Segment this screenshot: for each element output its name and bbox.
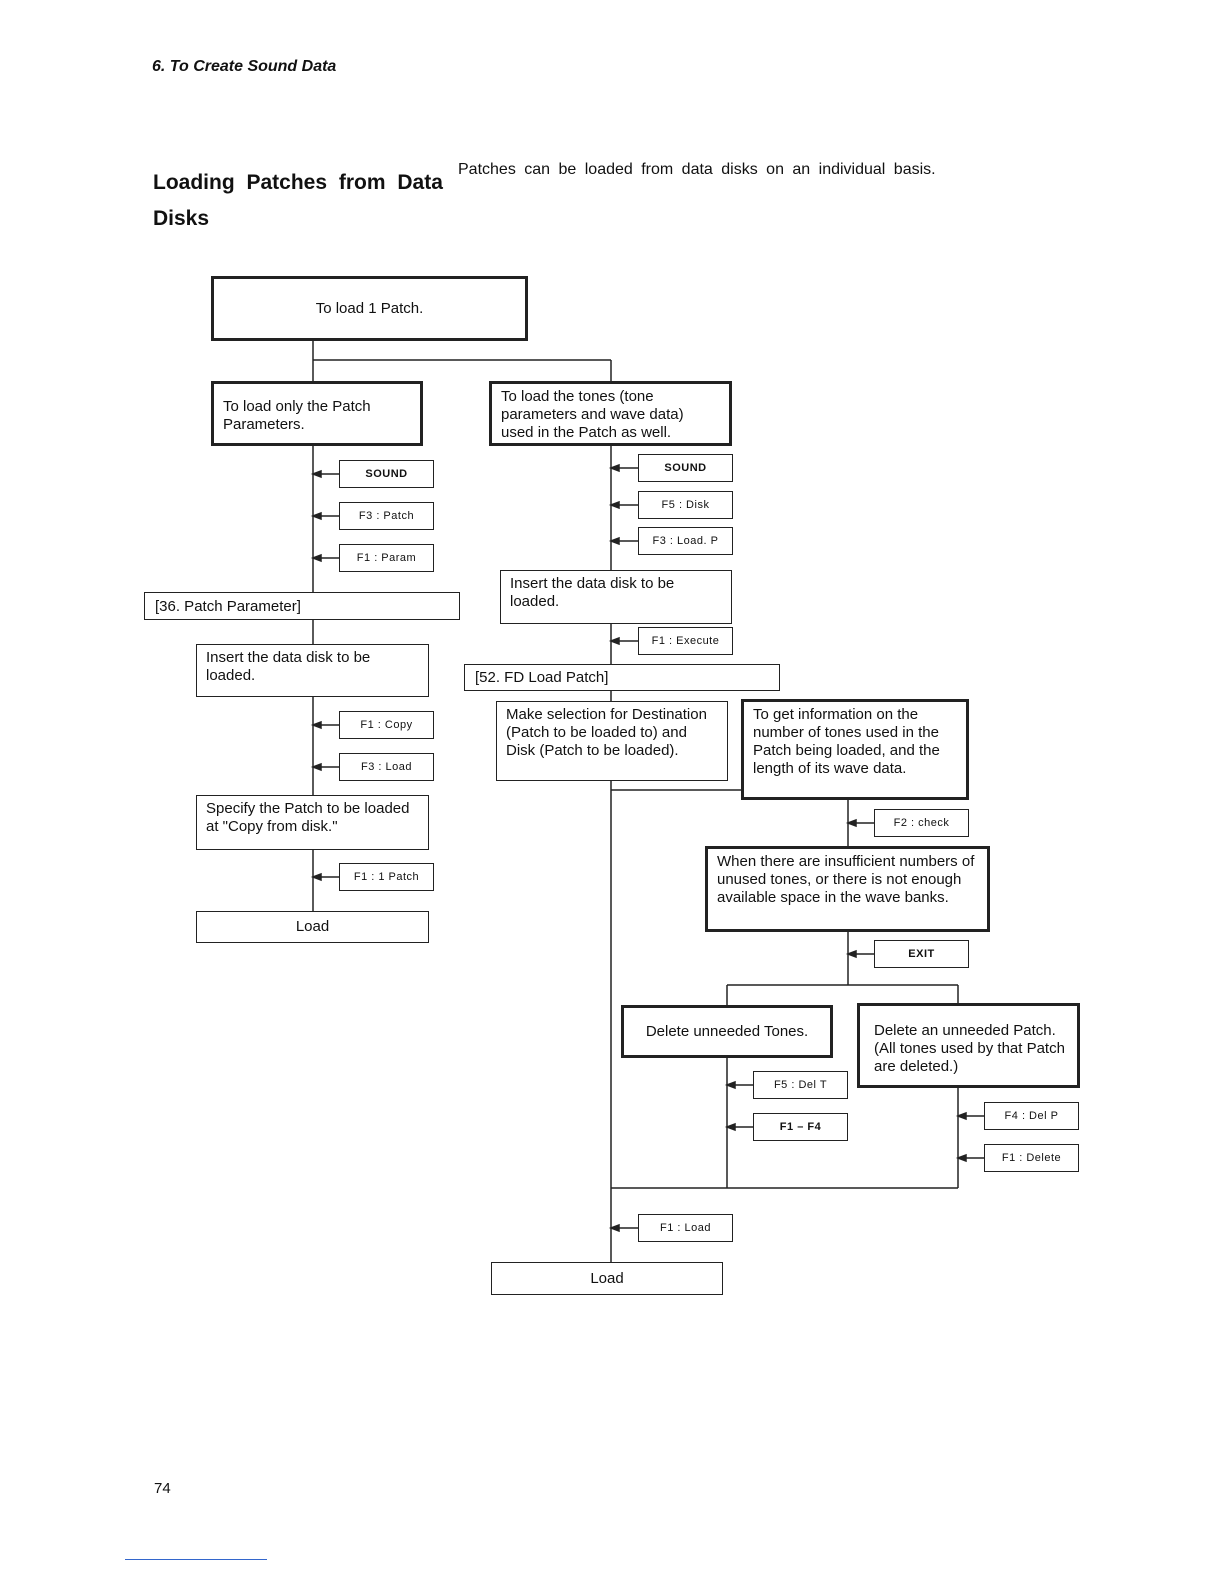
warning-label: When there are insufficient numbers of u… [717,853,975,906]
key-f5-disk: F5 : Disk [638,491,733,519]
delete-patch-box: Delete an unneeded Patch. (All tones use… [857,1003,1080,1088]
screen-fd-load-patch: [52. FD Load Patch] [464,664,780,691]
key-f3-loadp: F3 : Load. P [638,527,733,555]
key-f2-check: F2 : check [874,809,969,837]
key-f3-patch: F3 : Patch [339,502,434,530]
warning-box: When there are insufficient numbers of u… [705,846,990,932]
left-branch-label: To load only the Patch Parameters. [223,398,371,433]
intro-text: Patches can be loaded from data disks on… [458,161,936,178]
key-sound-left: SOUND [339,460,434,488]
left-load-box: Load [196,911,429,943]
footer-rule [125,1559,267,1560]
selection-label: Make selection for Destination (Patch to… [506,706,707,759]
info-box: To get information on the number of tone… [741,699,969,800]
start-box: To load 1 Patch. [211,276,528,341]
left-insert-label: Insert the data disk to be loaded. [206,649,371,684]
right-branch-box: To load the tones (tone parameters and w… [489,381,732,446]
page-header: 6. To Create Sound Data [152,58,337,75]
selection-box: Make selection for Destination (Patch to… [496,701,728,781]
key-sound-right: SOUND [638,454,733,482]
start-label: To load 1 Patch. [315,299,424,317]
key-f3-load: F3 : Load [339,753,434,781]
key-f1-execute: F1 : Execute [638,627,733,655]
right-insert-box: Insert the data disk to be loaded. [500,570,732,624]
screen-patch-parameter: [36. Patch Parameter] [144,592,460,620]
left-branch-box: To load only the Patch Parameters. [211,381,423,446]
key-f1-1patch: F1 : 1 Patch [339,863,434,891]
key-f1-copy: F1 : Copy [339,711,434,739]
right-branch-label: To load the tones (tone parameters and w… [501,388,684,441]
delete-tones-box: Delete unneeded Tones. [621,1005,833,1058]
delete-tones-label: Delete unneeded Tones. [645,1022,809,1040]
key-f1-param: F1 : Param [339,544,434,572]
right-insert-label: Insert the data disk to be loaded. [510,575,675,610]
right-load-label: Load [590,1269,624,1287]
right-load-box: Load [491,1262,723,1295]
section-title: Loading Patches from Data Disks [153,171,443,230]
left-specify-box: Specify the Patch to be loaded at "Copy … [196,795,429,850]
delete-patch-label: Delete an unneeded Patch. (All tones use… [874,1022,1065,1075]
key-f1-f4: F1 – F4 [753,1113,848,1141]
key-f5-delt: F5 : Del T [753,1071,848,1099]
left-insert-box: Insert the data disk to be loaded. [196,644,429,697]
left-load-label: Load [295,918,330,935]
left-specify-label: Specify the Patch to be loaded at "Copy … [206,800,410,835]
key-exit: EXIT [874,940,969,968]
page-number: 74 [154,1480,171,1497]
key-f1-load: F1 : Load [638,1214,733,1242]
key-f4-delp: F4 : Del P [984,1102,1079,1130]
info-label: To get information on the number of tone… [753,706,940,777]
key-f1-delete: F1 : Delete [984,1144,1079,1172]
